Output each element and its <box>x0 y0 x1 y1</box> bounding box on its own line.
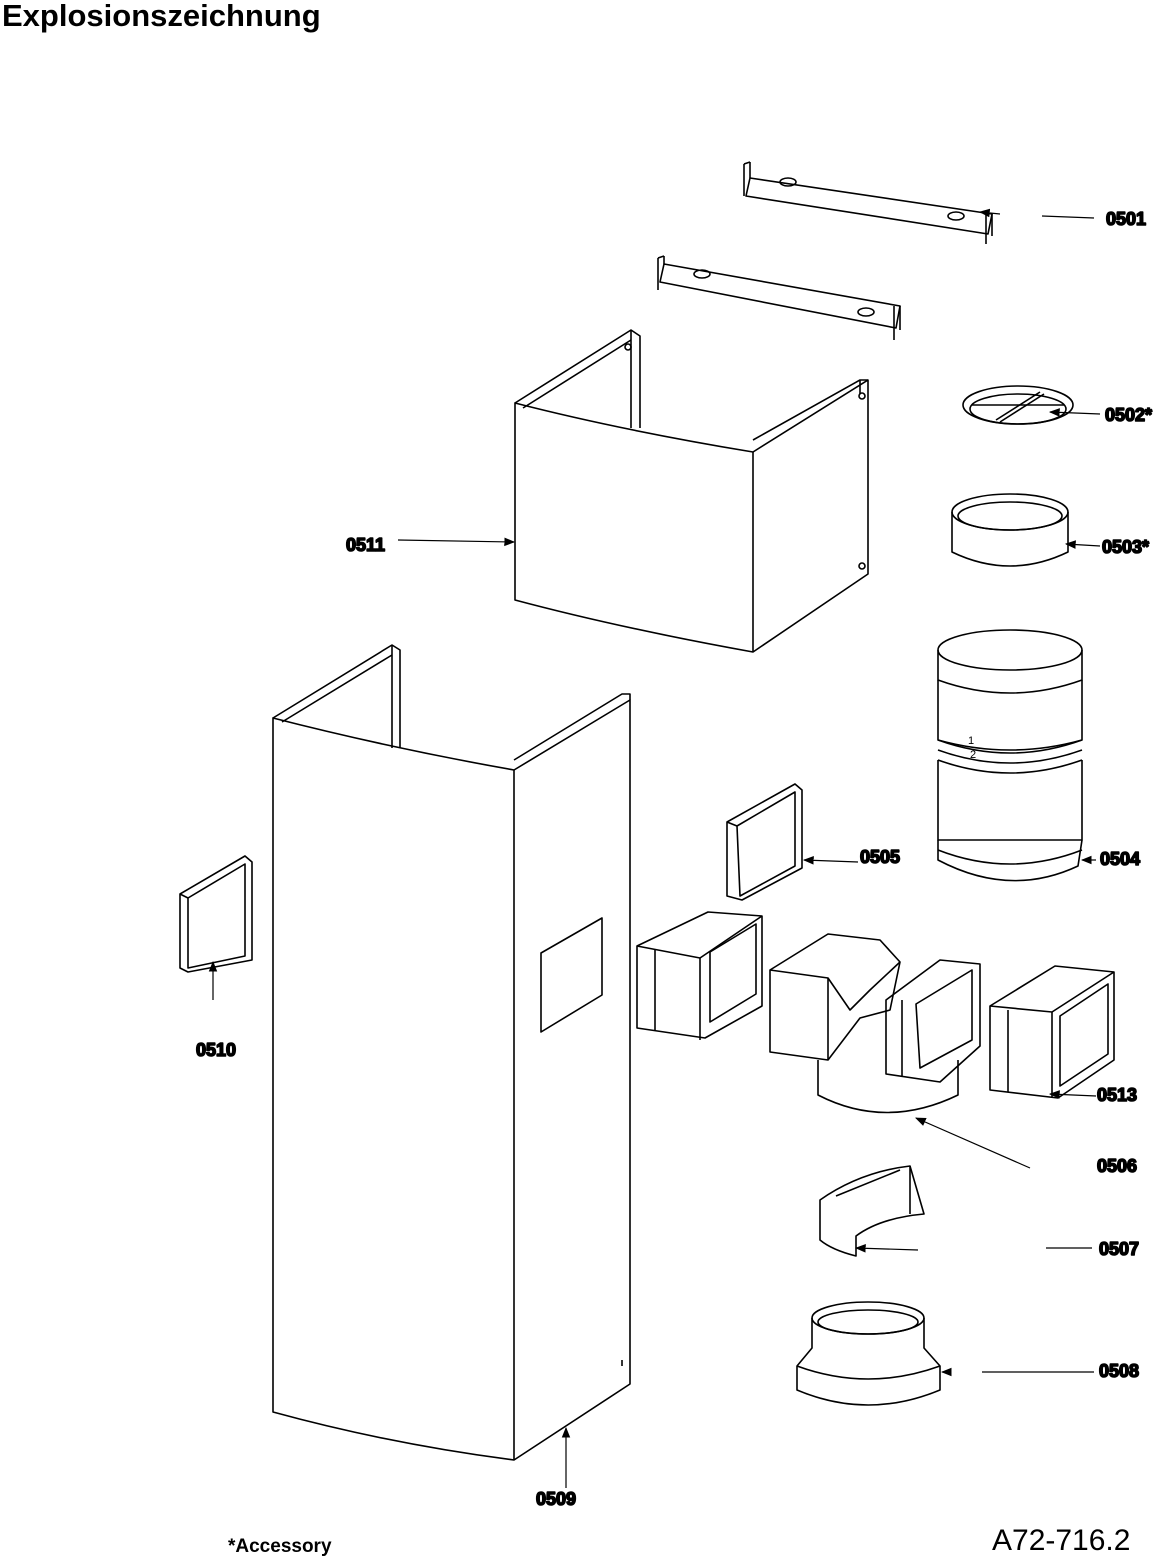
part-0509-lower-chimney <box>272 644 631 1461</box>
drawing-number: A72-716.2 <box>992 1524 1131 1557</box>
label-0504: 0504 <box>1100 849 1140 869</box>
part-0510-filter-panel <box>179 855 253 973</box>
label-0505: 0505 <box>860 847 900 867</box>
accessory-note: *Accessory <box>228 1536 332 1557</box>
part-0513-duct-section <box>636 911 763 1040</box>
bracket-lower <box>657 255 901 340</box>
part-0504-telescopic-duct: 1 2 <box>937 629 1083 882</box>
svg-text:1: 1 <box>968 735 974 747</box>
label-0501: 0501 <box>1106 209 1146 229</box>
page-title: Explosionszeichnung <box>2 0 321 33</box>
part-0503-ring <box>951 493 1069 567</box>
part-0505-filter-panel <box>726 783 803 901</box>
label-0503: 0503* <box>1102 537 1149 557</box>
part-0506-t-piece <box>769 933 981 1114</box>
leader-lines <box>208 208 1101 1488</box>
label-0508: 0508 <box>1099 1361 1139 1381</box>
part-0501-mounting-bracket <box>743 161 993 244</box>
label-0507: 0507 <box>1099 1239 1139 1259</box>
part-0507-deflector <box>819 1165 925 1257</box>
label-0509: 0509 <box>536 1489 576 1509</box>
part-0502-nonreturn-flap <box>962 385 1074 425</box>
part-0513-duct-section-2 <box>989 965 1115 1099</box>
label-0506: 0506 <box>1097 1156 1137 1176</box>
part-0508-reducer <box>796 1301 941 1406</box>
label-0510: 0510 <box>196 1040 236 1060</box>
label-0502: 0502* <box>1105 405 1152 425</box>
label-0511: 0511 <box>346 535 385 555</box>
svg-text:2: 2 <box>970 749 976 761</box>
part-0511-upper-chimney <box>514 329 869 653</box>
label-0513: 0513 <box>1097 1085 1137 1105</box>
